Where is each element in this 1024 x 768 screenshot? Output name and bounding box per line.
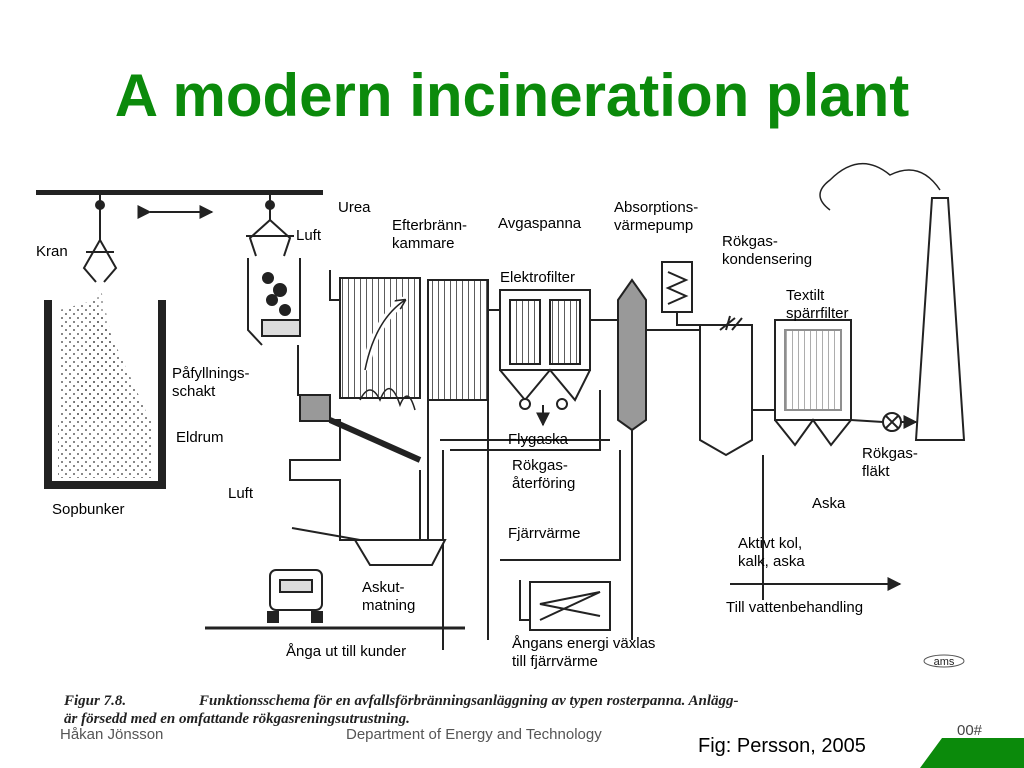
label-angans-1: Ångans energi växlas — [512, 635, 655, 652]
label-anga: Ånga ut till kunder — [286, 643, 406, 660]
label-vatten: Till vattenbehandling — [726, 599, 863, 616]
flue-gas-fan-icon — [882, 412, 902, 432]
figure-source: Fig: Persson, 2005 — [698, 735, 866, 757]
crane-rail — [36, 190, 323, 219]
figure-caption: Figur 7.8. Funktionsschema för en avfalls… — [64, 692, 904, 728]
label-efterbrann-1: Efterbränn- — [392, 217, 467, 234]
exhaust-boiler — [427, 279, 489, 640]
crane-grab-hopper-icon — [246, 195, 294, 257]
scrubber-tower — [617, 278, 647, 640]
label-rokgas-flakt-2: fläkt — [862, 463, 890, 480]
label-eldrum: Eldrum — [176, 429, 224, 446]
page-number: 00# — [957, 722, 983, 739]
label-askut-2: matning — [362, 597, 415, 614]
afterburner-chamber — [339, 277, 421, 399]
label-aktivt-1: Aktivt kol, — [738, 535, 802, 552]
label-angans-2: till fjärrvärme — [512, 653, 598, 670]
heat-pump — [661, 261, 700, 326]
label-kran: Kran — [36, 243, 68, 260]
ams-logo: ams — [923, 654, 965, 668]
label-aktivt-2: kalk, aska — [738, 553, 805, 570]
footer-department: Department of Energy and Technology — [346, 726, 602, 743]
label-aska: Aska — [812, 495, 846, 512]
footer-author: Håkan Jönsson — [60, 726, 164, 743]
label-pafyllnings-1: Påfyllnings- — [172, 365, 250, 382]
label-rokgas-ater-1: Rökgas- — [512, 457, 568, 474]
label-fjarrvarme: Fjärrvärme — [508, 525, 581, 542]
label-textilt-1: Textilt — [786, 287, 825, 304]
label-textilt-2: spärrfilter — [786, 305, 849, 322]
label-luft-top: Luft — [296, 227, 322, 244]
ash-conveyor — [291, 527, 447, 566]
caption-figure-number: Figur 7.8. — [64, 693, 127, 709]
label-efterbrann-2: kammare — [392, 235, 455, 252]
fabric-filter — [774, 319, 852, 447]
flue-gas-piping — [329, 270, 918, 650]
label-sopbunker: Sopbunker — [52, 501, 125, 518]
condensation-tower — [699, 315, 764, 600]
label-rokgas-flakt-1: Rökgas- — [862, 445, 918, 462]
electrofilter — [499, 289, 591, 427]
slide-title: A modern incineration plant — [114, 62, 910, 129]
label-avgaspanna: Avgaspanna — [498, 215, 582, 232]
label-urea: Urea — [338, 199, 371, 216]
waste-bunker — [44, 285, 166, 489]
crane-grab-icon — [82, 195, 118, 283]
caption-line-2: är försedd med en omfattande rökgasrenin… — [64, 711, 410, 727]
truck-icon — [205, 569, 465, 630]
corner-accent — [920, 738, 1024, 768]
feed-chute — [247, 258, 301, 346]
chimney — [819, 162, 966, 441]
heat-exchanger — [529, 581, 611, 631]
label-rokgas-kond-2: kondensering — [722, 251, 812, 268]
label-flygaska: Flygaska — [508, 431, 569, 448]
caption-line-1: Funktionsschema för en avfallsförbrännin… — [199, 693, 739, 709]
label-elektrofilter: Elektrofilter — [500, 269, 575, 286]
label-absorptions-2: värmepump — [614, 217, 693, 234]
label-absorptions-1: Absorptions- — [614, 199, 698, 216]
label-pafyllnings-2: schakt — [172, 383, 216, 400]
label-askut-1: Askut- — [362, 579, 405, 596]
label-luft-bottom: Luft — [228, 485, 254, 502]
label-rokgas-ater-2: återföring — [512, 475, 575, 492]
label-rokgas-kond-1: Rökgas- — [722, 233, 778, 250]
ams-logo-text: ams — [934, 656, 955, 668]
